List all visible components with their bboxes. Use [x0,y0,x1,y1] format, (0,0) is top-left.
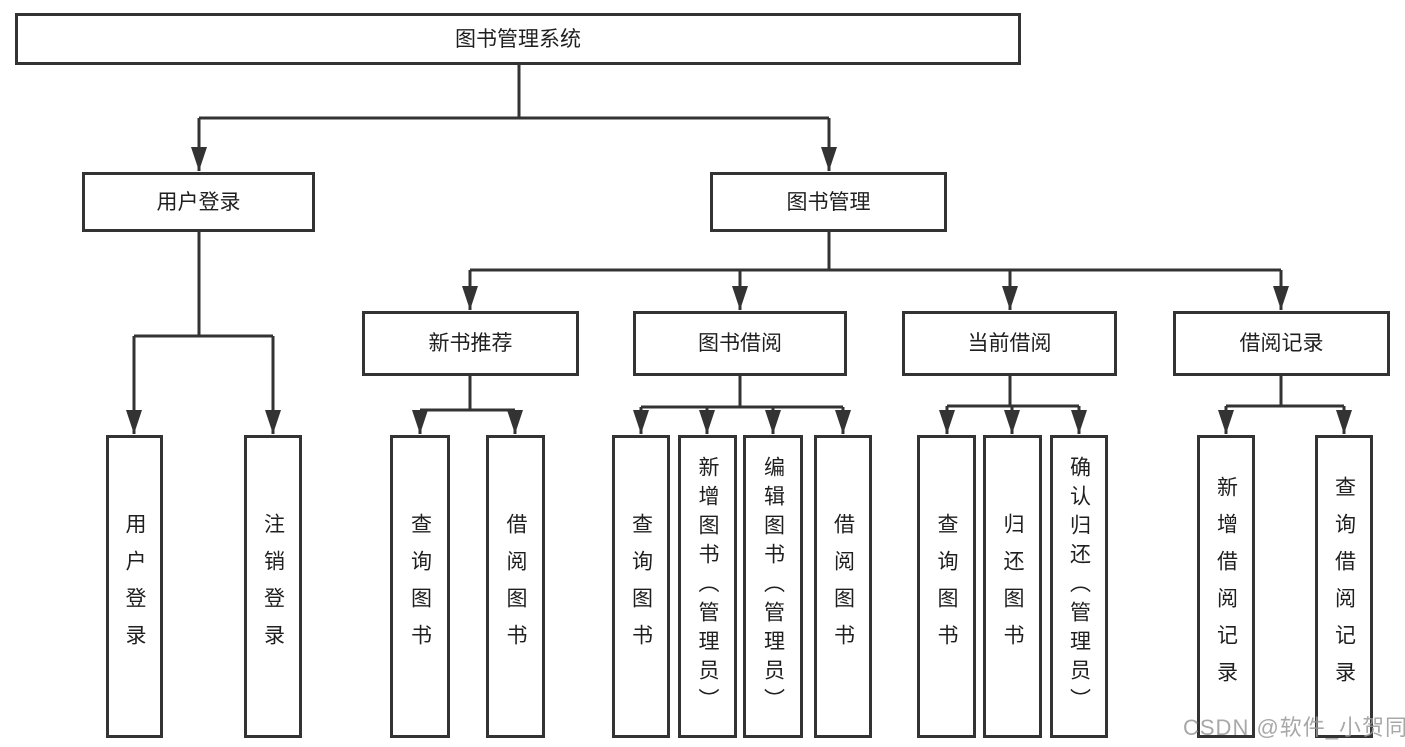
leaf-confirm-return-admin: 确认归还（管理员） [1050,435,1108,738]
leaf-query-borrow-record: 查询借阅记录 [1315,435,1373,738]
node-library-management-system: 图书管理系统 [15,13,1021,65]
node-book-borrow: 图书借阅 [633,311,847,376]
node-user-login: 用户登录 [82,172,315,232]
leaf-add-book-admin: 新增图书（管理员） [678,435,737,738]
leaf-query-books-borrow: 查询图书 [612,435,670,738]
leaf-query-books-recommend: 查询图书 [390,435,450,738]
node-borrow-records: 借阅记录 [1173,311,1390,376]
leaf-add-borrow-record: 新增借阅记录 [1197,435,1255,738]
leaf-logout: 注销登录 [244,435,302,738]
leaf-user-login: 用户登录 [106,435,163,738]
leaf-edit-book-admin: 编辑图书（管理员） [743,435,803,738]
leaf-borrow-books-recommend: 借阅图书 [486,435,545,738]
leaf-borrow-books: 借阅图书 [814,435,872,738]
node-current-borrow: 当前借阅 [902,311,1117,376]
leaf-query-books-current: 查询图书 [917,435,976,738]
node-new-book-recommend: 新书推荐 [362,311,579,376]
leaf-return-book: 归还图书 [983,435,1042,738]
csdn-watermark: CSDN @软件_小贺同学 [1183,715,1405,740]
node-book-management: 图书管理 [710,172,947,232]
